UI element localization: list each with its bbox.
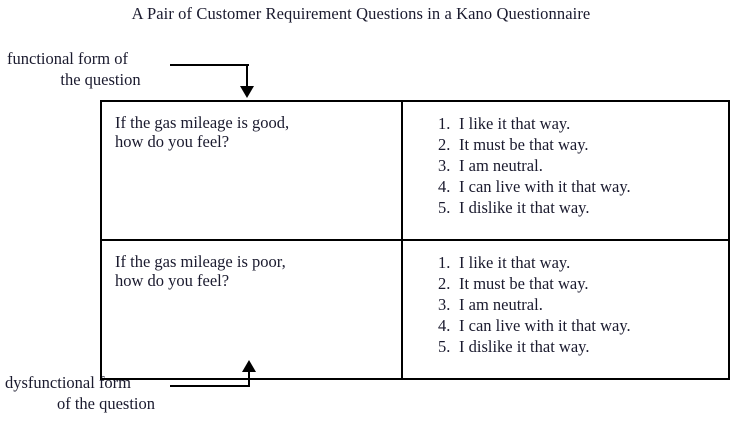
question-functional-line2: how do you feel?	[115, 132, 230, 151]
answer-list-dysfunctional: 1. I like it that way. 2. It must be that …	[403, 252, 728, 357]
list-item: 4. I can live with it that way.	[438, 315, 728, 336]
callout-dysfunctional-line2: of the question	[56, 394, 156, 413]
answer-text: I dislike it that way.	[459, 337, 590, 356]
answer-text: I am neutral.	[459, 295, 543, 314]
answer-number: 1.	[438, 114, 451, 133]
list-item: 1. I like it that way.	[438, 252, 728, 273]
answer-number: 4.	[438, 316, 451, 335]
leader-line-functional-vertical	[246, 64, 248, 88]
question-cell-dysfunctional: If the gas mileage is poor, how do you f…	[100, 239, 403, 380]
question-text-dysfunctional: If the gas mileage is poor, how do you f…	[115, 252, 401, 290]
question-dysfunctional-line1: If the gas mileage is poor,	[115, 252, 286, 271]
table-row: If the gas mileage is good, how do you f…	[100, 100, 730, 241]
leader-line-dysfunctional-horizontal	[170, 385, 250, 387]
answer-number: 1.	[438, 253, 451, 272]
question-text-functional: If the gas mileage is good, how do you f…	[115, 113, 401, 151]
question-dysfunctional-line2: how do you feel?	[115, 271, 230, 290]
list-item: 5. I dislike it that way.	[438, 197, 728, 218]
kano-questionnaire-table: If the gas mileage is good, how do you f…	[100, 100, 730, 380]
answer-text: I am neutral.	[459, 156, 543, 175]
answer-list-functional: 1. I like it that way. 2. It must be that …	[403, 113, 728, 218]
leader-line-functional-horizontal	[170, 64, 249, 66]
answer-text: I like it that way.	[459, 253, 571, 272]
callout-functional-line1: functional form of	[7, 49, 128, 68]
list-item: 2. It must be that way.	[438, 273, 728, 294]
list-item: 4. I can live with it that way.	[438, 176, 728, 197]
answer-text: I like it that way.	[459, 114, 571, 133]
answer-number: 5.	[438, 337, 451, 356]
table-row: If the gas mileage is poor, how do you f…	[100, 239, 730, 380]
answer-number: 2.	[438, 274, 451, 293]
question-functional-line1: If the gas mileage is good,	[115, 113, 290, 132]
list-item: 5. I dislike it that way.	[438, 336, 728, 357]
answers-cell-dysfunctional: 1. I like it that way. 2. It must be that …	[401, 239, 730, 380]
answer-text: I can live with it that way.	[459, 316, 631, 335]
callout-functional-line2: the question	[60, 70, 141, 89]
kano-table-body: If the gas mileage is good, how do you f…	[100, 100, 730, 380]
answer-number: 2.	[438, 135, 451, 154]
answer-text: I can live with it that way.	[459, 177, 631, 196]
answer-text: It must be that way.	[459, 135, 589, 154]
figure-title: A Pair of Customer Requirement Questions…	[131, 4, 591, 23]
answer-number: 3.	[438, 295, 451, 314]
answer-number: 5.	[438, 198, 451, 217]
callout-dysfunctional-form: dysfunctional form of the question	[5, 372, 185, 414]
callout-functional-form: functional form of the question	[7, 48, 182, 90]
question-cell-functional: If the gas mileage is good, how do you f…	[100, 100, 403, 241]
answer-number: 3.	[438, 156, 451, 175]
list-item: 3. I am neutral.	[438, 155, 728, 176]
answers-cell-functional: 1. I like it that way. 2. It must be that …	[401, 100, 730, 241]
list-item: 2. It must be that way.	[438, 134, 728, 155]
list-item: 1. I like it that way.	[438, 113, 728, 134]
callout-dysfunctional-line1: dysfunctional form	[5, 373, 132, 392]
leader-line-dysfunctional-vertical	[248, 371, 250, 387]
answer-text: I dislike it that way.	[459, 198, 590, 217]
answer-text: It must be that way.	[459, 274, 589, 293]
arrow-down-icon	[240, 86, 254, 98]
list-item: 3. I am neutral.	[438, 294, 728, 315]
answer-number: 4.	[438, 177, 451, 196]
